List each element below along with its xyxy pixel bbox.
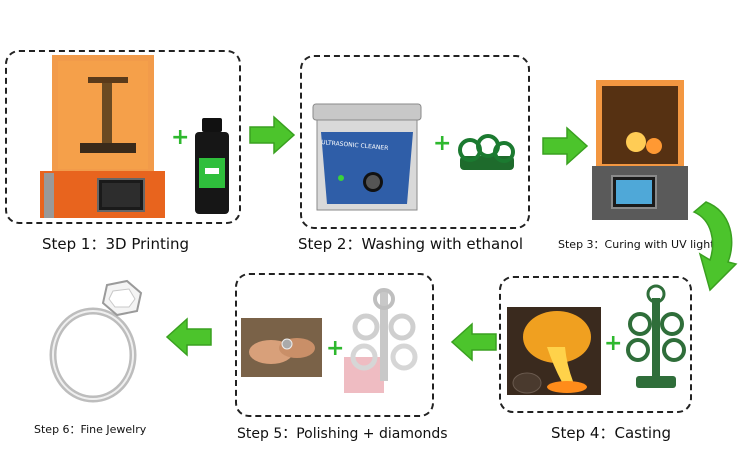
arrow-right-1 <box>249 115 296 155</box>
green-wax-tree-image <box>626 284 686 388</box>
arrow-right-2 <box>542 126 589 166</box>
resin-bottle-image <box>195 118 229 214</box>
resin-3d-printer-image <box>40 55 165 218</box>
plus-sign-2: + <box>433 131 452 156</box>
step5-label: Step 5：Polishing + diamonds <box>237 426 448 442</box>
step2-box <box>300 55 530 229</box>
plus-sign-5: + <box>326 336 345 361</box>
step1-box <box>5 50 241 224</box>
plus-sign-1: + <box>171 125 190 150</box>
step3-label: Step 3：Curing with UV light <box>558 238 715 251</box>
step6-label: Step 6：Fine Jewelry <box>34 423 147 436</box>
uv-curing-station-image <box>592 80 688 220</box>
polishing-hands-image <box>241 318 322 377</box>
arrow-curved-down <box>692 201 738 292</box>
ultrasonic-cleaner-image <box>312 103 422 211</box>
arrow-left-1 <box>450 322 497 362</box>
silver-casting-tree-image <box>344 288 418 393</box>
diamond-ring-image <box>49 279 143 403</box>
step2-label: Step 2：Washing with ethanol <box>298 235 524 253</box>
plus-sign-4: + <box>604 331 623 356</box>
green-printed-rings-image <box>458 134 515 170</box>
molten-metal-casting-image <box>507 307 601 395</box>
arrow-left-2 <box>165 317 212 357</box>
step5-box <box>235 273 434 417</box>
step4-box <box>499 276 692 413</box>
step4-label: Step 4：Casting <box>551 424 672 442</box>
step1-label: Step 1：3D Printing <box>42 235 190 253</box>
